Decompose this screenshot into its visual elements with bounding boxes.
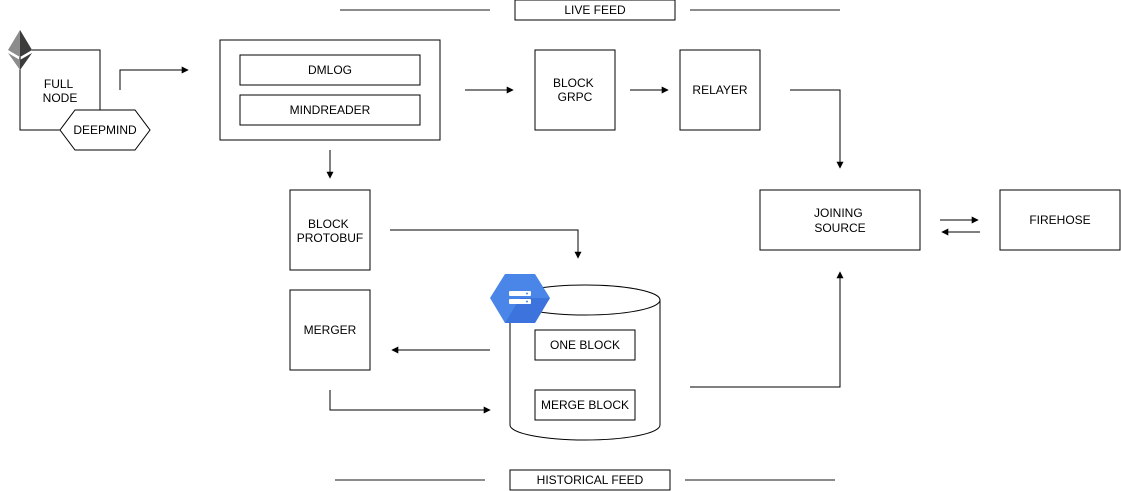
block-protobuf-label: BLOCK PROTOBUF xyxy=(297,217,363,245)
one-block-label: ONE BLOCK xyxy=(550,338,620,352)
block-protobuf-label-line1: BLOCK xyxy=(308,217,349,231)
full-node-label-line2: NODE xyxy=(43,91,78,105)
arrow-fullnode-to-mindreader xyxy=(119,66,189,90)
merger-label: MERGER xyxy=(304,323,357,337)
block-grpc: BLOCK GRPC xyxy=(534,49,616,131)
block-grpc-label: BLOCK GRPC xyxy=(553,76,597,104)
merge-block-box xyxy=(534,389,636,421)
historical-feed-box xyxy=(509,469,671,491)
merge-block-label: MERGE BLOCK xyxy=(541,398,629,412)
joining-source: JOINING SOURCE xyxy=(759,189,921,251)
block-grpc-box xyxy=(534,49,616,131)
historical-feed-header: HISTORICAL FEED xyxy=(335,469,835,491)
deepmind: DEEPMIND xyxy=(59,109,151,151)
arrow-storage-to-joining xyxy=(690,271,844,388)
deepmind-label: DEEPMIND xyxy=(73,123,137,137)
joining-source-label: JOINING SOURCE xyxy=(814,206,866,235)
ethereum-logo-icon xyxy=(8,30,32,70)
relayer: RELAYER xyxy=(679,49,761,131)
dmlog-label: DMLOG xyxy=(308,63,352,77)
relayer-box xyxy=(679,49,761,131)
relayer-label: RELAYER xyxy=(692,83,747,97)
mindreader-box xyxy=(239,94,421,126)
connectors xyxy=(119,66,980,414)
storage-cylinder: ONE BLOCK MERGE BLOCK xyxy=(509,284,661,441)
live-feed-label: LIVE FEED xyxy=(564,3,626,17)
mindreader-container: DMLOG MINDREADER xyxy=(219,39,441,141)
arrow-merger-to-storage xyxy=(329,390,491,414)
firehose-box xyxy=(999,189,1121,251)
deepmind-hexagon xyxy=(59,109,151,151)
live-feed-header: LIVE FEED xyxy=(340,0,840,21)
full-node-label-line1: FULL xyxy=(44,77,74,91)
dmlog-box xyxy=(239,54,421,86)
joining-source-label-line2: SOURCE xyxy=(814,221,865,235)
mindreader-label: MINDREADER xyxy=(290,103,371,117)
joining-source-label-line1: JOINING xyxy=(814,206,863,220)
cloud-storage-icon xyxy=(490,274,550,323)
full-node-label: FULL NODE xyxy=(43,77,78,105)
block-grpc-label-line1: BLOCK xyxy=(553,76,594,90)
live-feed-box xyxy=(514,0,676,21)
firehose: FIREHOSE xyxy=(999,189,1121,251)
arrow-relayer-to-joining xyxy=(790,89,844,169)
firehose-label: FIREHOSE xyxy=(1029,213,1090,227)
arrow-protobuf-to-storage xyxy=(390,229,582,259)
merger-box xyxy=(289,289,371,371)
historical-feed-label: HISTORICAL FEED xyxy=(537,473,644,487)
joining-source-box xyxy=(759,189,921,251)
one-block-box xyxy=(534,329,636,361)
merger: MERGER xyxy=(289,289,371,371)
block-grpc-label-line2: GRPC xyxy=(558,90,593,104)
block-protobuf-label-line2: PROTOBUF xyxy=(297,231,363,245)
block-protobuf-box xyxy=(289,189,371,271)
block-protobuf: BLOCK PROTOBUF xyxy=(289,189,371,271)
